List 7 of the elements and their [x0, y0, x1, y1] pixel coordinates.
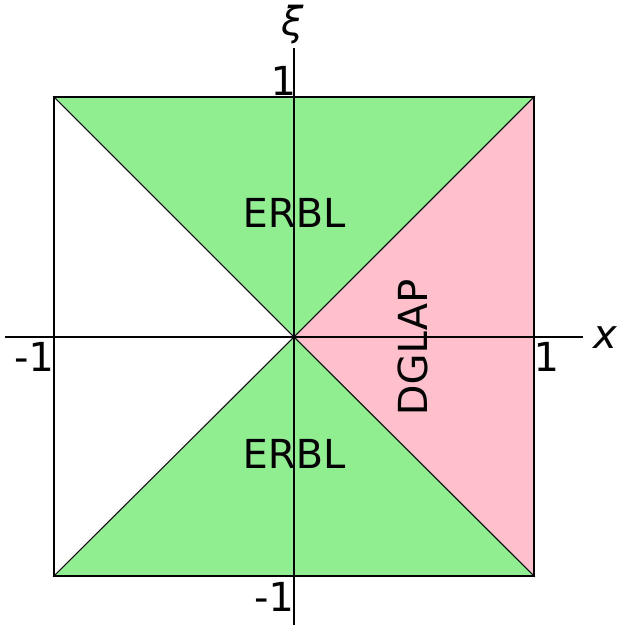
tick-label: -1	[254, 578, 294, 618]
tick-label: 1	[270, 62, 296, 102]
tick-label: -1	[14, 338, 54, 378]
tick-label: 1	[534, 338, 559, 378]
axis-label: ξ	[281, 2, 304, 42]
region-label: DGLAP	[394, 278, 434, 416]
axis-label: x	[593, 315, 617, 355]
